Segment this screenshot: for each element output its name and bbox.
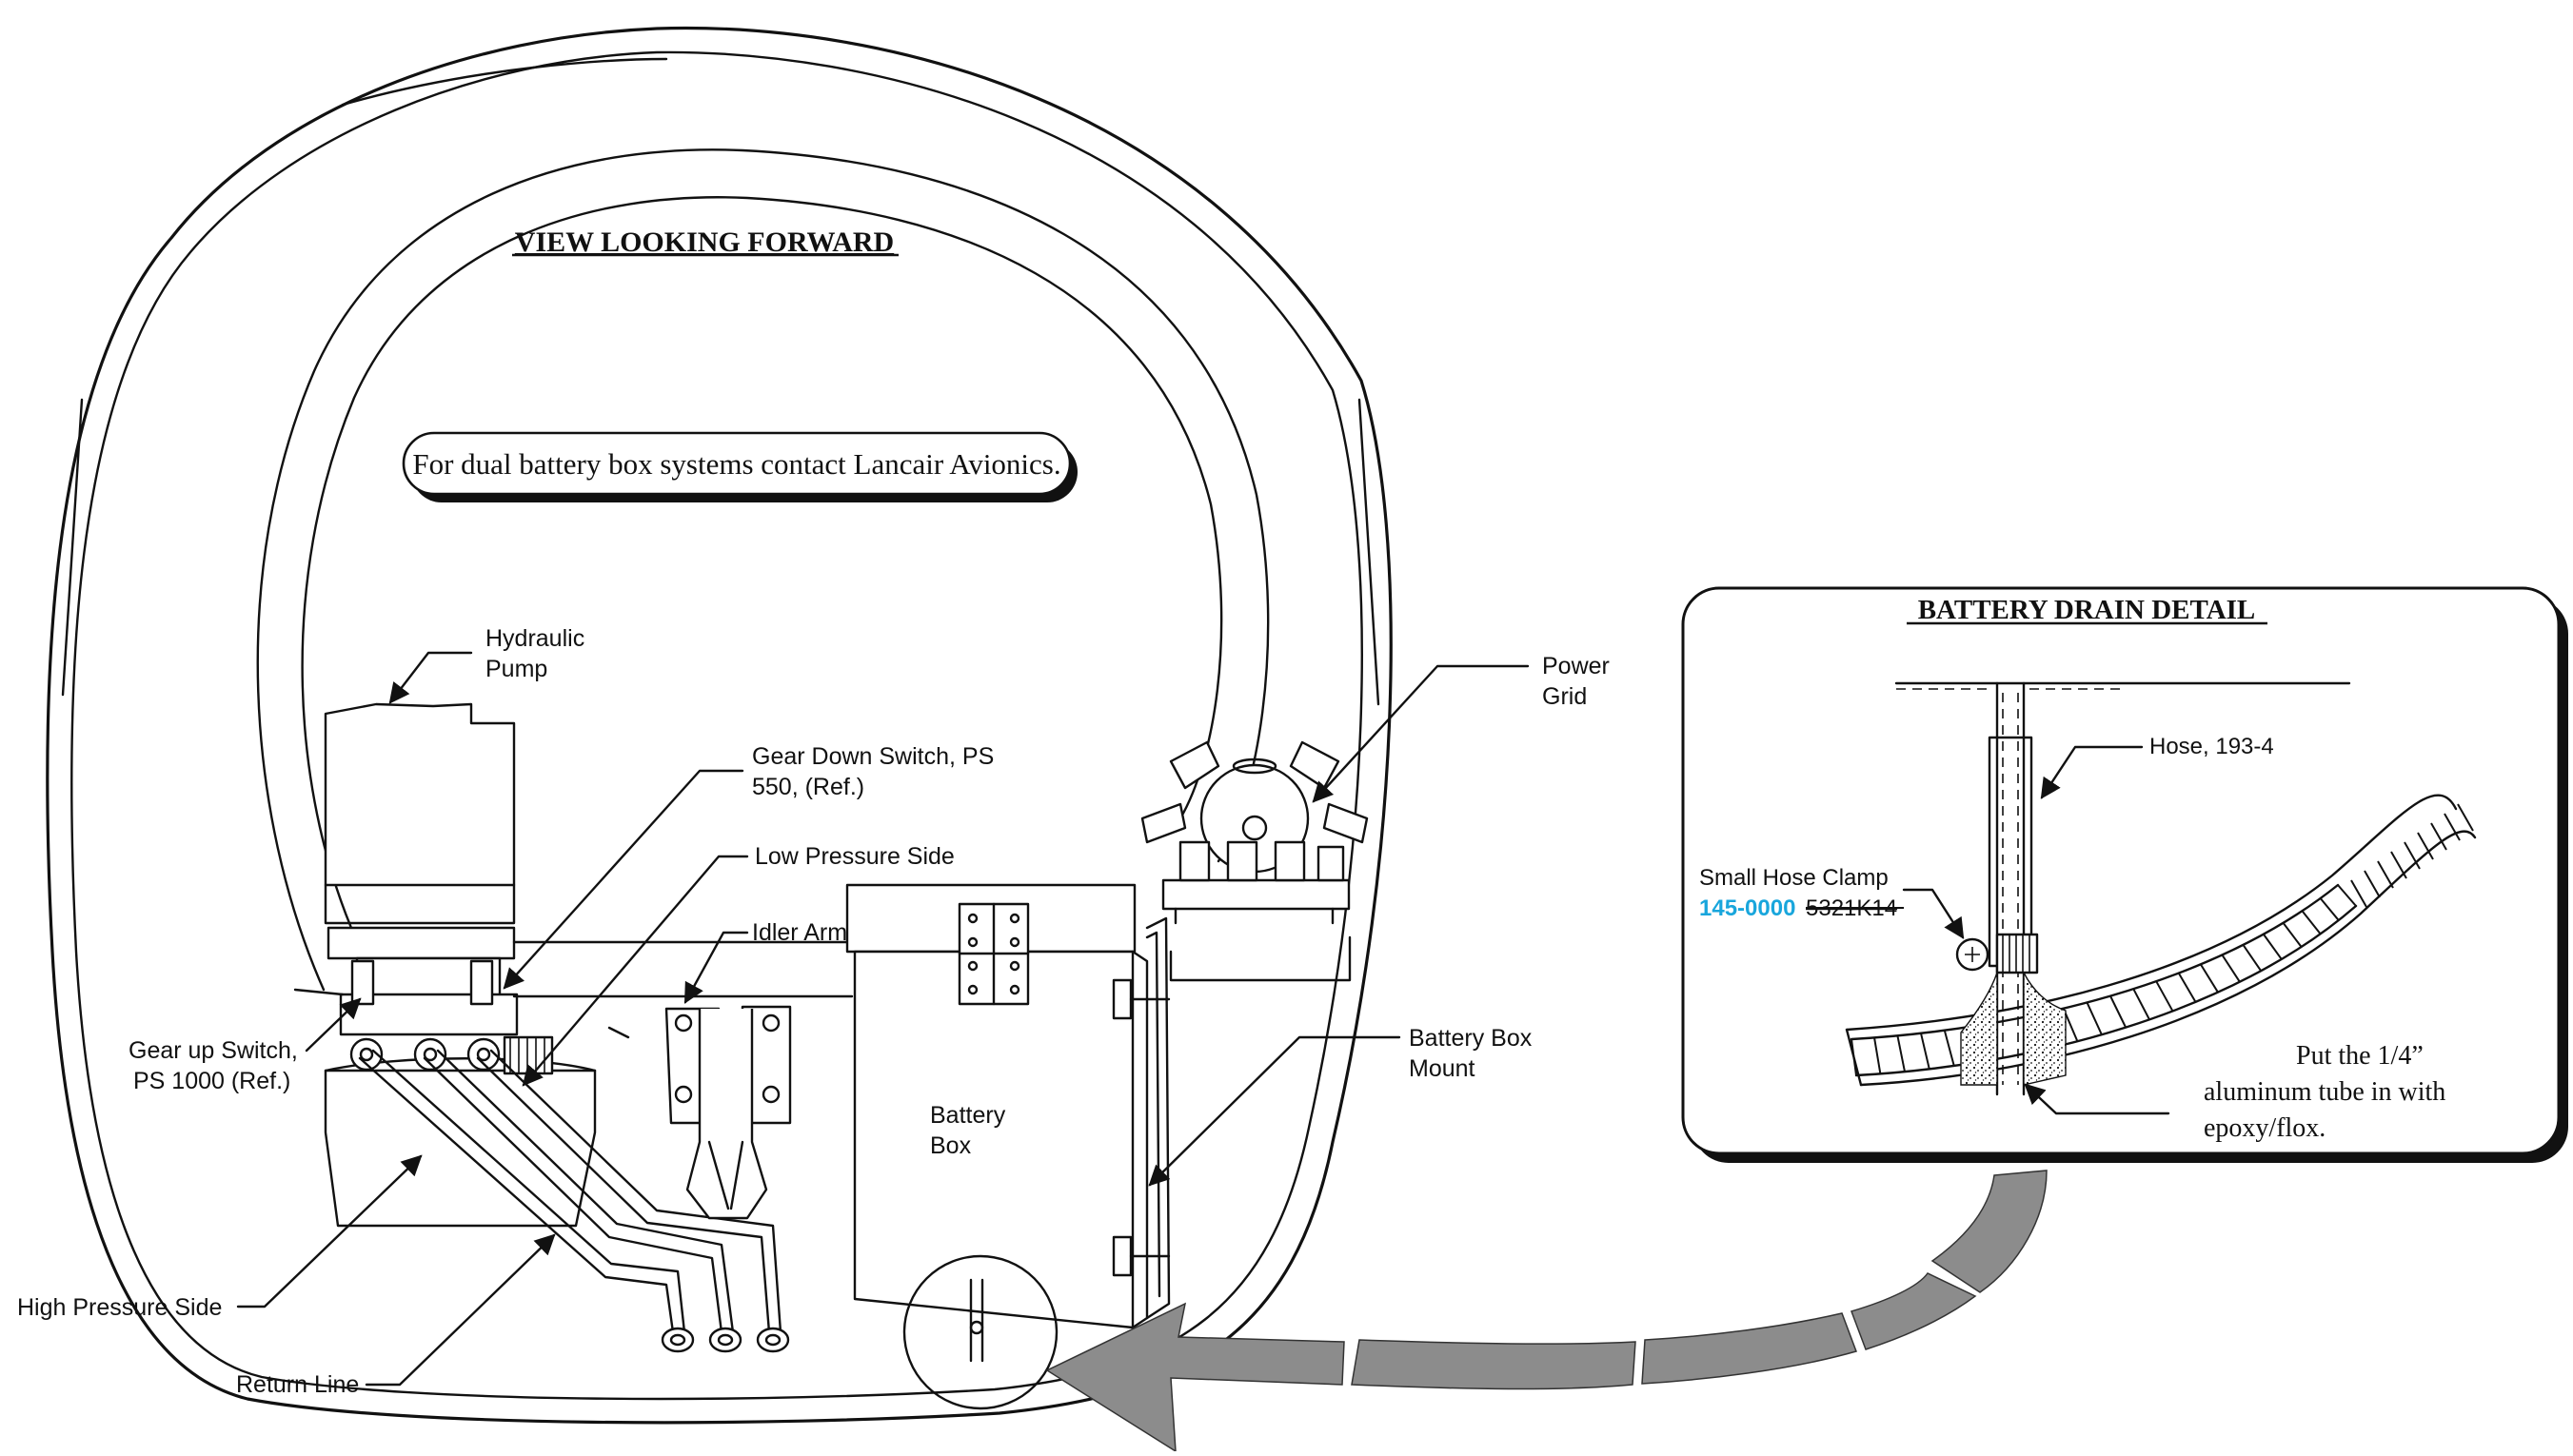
skin-rib [2132, 988, 2150, 1020]
label-battery-box: Battery Box [930, 1102, 1006, 1159]
skin-rib [2263, 934, 2283, 960]
label-power-grid-line1: Power [1542, 653, 1610, 679]
skin-rib [2282, 922, 2303, 948]
label-mount-line2: Mount [1409, 1055, 1475, 1082]
label-idler-arm: Idler Arm [683, 919, 847, 1004]
skin-rib [1943, 1030, 1955, 1067]
detail-title: BATTERY DRAIN DETAIL [1918, 595, 2256, 625]
skin-rib [2430, 822, 2447, 851]
label-gear-down-switch: Gear Down Switch, PS 550, (Ref.) [503, 743, 994, 990]
label-battery-line1: Battery [930, 1102, 1006, 1129]
label-idler-arm-text: Idler Arm [752, 919, 847, 946]
skin-rib [1920, 1033, 1930, 1070]
skin-rib [2444, 813, 2461, 841]
label-hydraulic-pump: Hydraulic Pump [388, 625, 584, 704]
skin-rib [2404, 841, 2421, 870]
view-title: VIEW LOOKING FORWARD [515, 226, 894, 258]
label-gear-up-switch: Gear up Switch, PS 1000 (Ref.) [129, 997, 362, 1094]
label-gear-up-line1: Gear up Switch, [129, 1037, 298, 1064]
idler-arm [664, 1005, 792, 1220]
note-text: For dual battery box systems contact Lan… [412, 447, 1060, 481]
skin-rib [2319, 897, 2340, 921]
fuselage-outline [46, 26, 1393, 1425]
skin-rib [2390, 851, 2407, 879]
skin-rib [2109, 995, 2128, 1029]
battery-drain-detail: BATTERY DRAIN DETAIL Hose, 193-4 Small H… [1681, 586, 2568, 1163]
label-gear-down-line2: 550, (Ref.) [752, 774, 864, 800]
skin-rib [2457, 803, 2474, 832]
label-gear-down-line1: Gear Down Switch, PS [752, 743, 994, 770]
detail-pointer-arrow [1045, 1170, 2048, 1453]
detail-hose-label: Hose, 193-4 [2149, 734, 2274, 759]
skin-rib [2155, 980, 2174, 1012]
label-low-pressure-side: Low Pressure Side [522, 843, 955, 1087]
label-high-pressure-side: High Pressure Side [17, 1154, 423, 1321]
skin-rib [2417, 832, 2434, 860]
skin-rib [2199, 963, 2219, 994]
skin-rib [2221, 954, 2241, 983]
label-battery-box-mount: Battery Box Mount [1148, 1025, 1533, 1187]
canopy-frame [256, 148, 1270, 992]
skin-rib [2350, 879, 2367, 908]
detail-clamp-part-new: 145-0000 [1699, 895, 1795, 921]
detail-note-line1: Put the 1/4” [2296, 1041, 2424, 1071]
label-return-line: Return Line [236, 1233, 556, 1398]
skin-rib [2364, 870, 2381, 898]
detail-clamp-label: Small Hose Clamp [1699, 865, 1889, 891]
skin-rib [2086, 1002, 2103, 1035]
power-grid [1140, 740, 1369, 982]
skin-rib [1851, 1038, 1857, 1076]
label-hydraulic-pump-line2: Pump [485, 656, 547, 682]
label-hydraulic-pump-line1: Hydraulic [485, 625, 584, 652]
skin-ribs [1851, 803, 2474, 1076]
label-battery-line2: Box [930, 1132, 972, 1159]
skin-rib [1873, 1037, 1882, 1074]
battery-box [845, 883, 1171, 1410]
label-mount-line1: Battery Box [1409, 1025, 1533, 1052]
skin-rib [2377, 860, 2394, 889]
hydraulic-lines [358, 1049, 790, 1353]
label-high-pressure-text: High Pressure Side [17, 1294, 222, 1321]
label-gear-up-line2: PS 1000 (Ref.) [133, 1068, 290, 1094]
label-power-grid: Power Grid [1312, 653, 1610, 803]
skin-rib [2242, 944, 2263, 972]
skin-rib [2301, 910, 2322, 935]
label-power-grid-line2: Grid [1542, 683, 1587, 710]
note-callout: For dual battery box systems contact Lan… [402, 431, 1078, 502]
skin-rib [1896, 1035, 1906, 1072]
skin-rib [2177, 973, 2197, 1003]
label-return-line-text: Return Line [236, 1371, 359, 1398]
detail-note-line3: epoxy/flox. [2204, 1113, 2326, 1143]
label-low-pressure-text: Low Pressure Side [755, 843, 955, 870]
skin-rib [2337, 884, 2357, 907]
detail-note-line2: aluminum tube in with [2204, 1077, 2445, 1107]
